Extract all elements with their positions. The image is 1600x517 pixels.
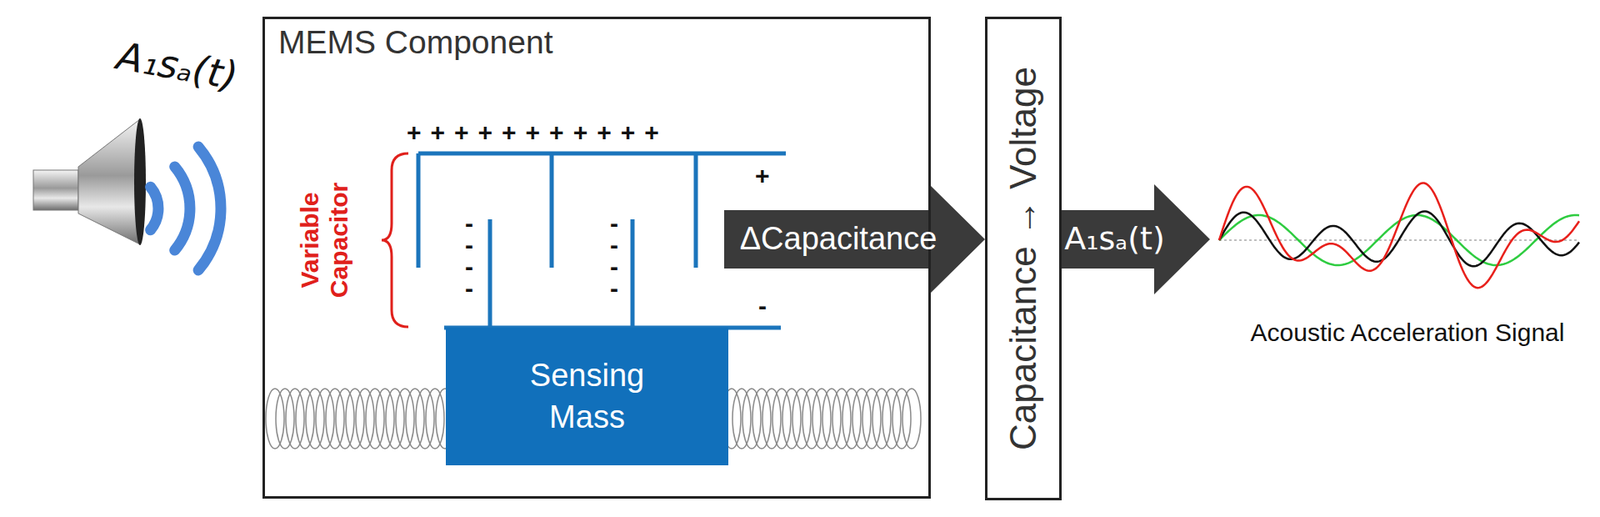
charge-sign: -	[758, 291, 767, 321]
spring-coil	[832, 388, 851, 449]
block-arrow	[1051, 184, 1210, 295]
speaker-icon	[33, 118, 146, 245]
spring-coil	[325, 388, 345, 449]
mems-component-box: Sensing Mass MEMS Component	[262, 16, 931, 499]
spring-coil	[752, 388, 771, 449]
spring-coil	[792, 388, 811, 449]
spring-coil	[305, 388, 325, 449]
black-wave	[1219, 210, 1580, 266]
spring-coil	[732, 388, 751, 449]
spring-coil	[892, 388, 911, 449]
spring-coil	[882, 388, 901, 449]
sound-waves	[150, 146, 221, 270]
spring-coil	[355, 388, 375, 449]
spring-coil	[782, 388, 801, 449]
spring-coil	[872, 388, 891, 449]
charge-sign: +++++++++++	[406, 118, 669, 148]
node-text: MEMS Component	[278, 24, 553, 61]
spring-coil	[295, 388, 315, 449]
signal-name: A₁sₐ(t)	[113, 33, 241, 100]
part-name: Variable Capacitor	[295, 167, 354, 314]
spring-coil	[315, 388, 335, 449]
edge-label: ΔCapacitance	[740, 221, 938, 257]
spring-coil	[802, 388, 821, 449]
spring-coil	[762, 388, 781, 449]
spring-coil	[812, 388, 831, 449]
sensing-mass: Sensing Mass	[445, 327, 729, 465]
spring-coil	[335, 388, 355, 449]
spring-coil	[822, 388, 841, 449]
node-text: Capacitance → Voltage	[1002, 66, 1045, 450]
spring-coil	[862, 388, 881, 449]
spring-coil	[275, 388, 295, 449]
charge-sign: ----	[465, 212, 475, 300]
block-arrow	[724, 184, 985, 295]
spring-coil	[842, 388, 861, 449]
charge-sign: +	[755, 161, 770, 191]
charge-sign: ----	[610, 212, 620, 300]
spring-coil	[742, 388, 761, 449]
spring-coil	[772, 388, 791, 449]
spring-coil	[375, 388, 395, 449]
spring-coil	[345, 388, 365, 449]
spring-coil	[265, 388, 285, 449]
edge-label: A₁sₐ(t)	[1064, 221, 1165, 257]
spring-coil	[385, 388, 405, 449]
spring-coil	[285, 388, 305, 449]
node-text: Acoustic Acceleration Signal	[1210, 318, 1600, 347]
spring-coil	[415, 388, 435, 449]
spring-coil	[405, 388, 425, 449]
spring-coil	[365, 388, 385, 449]
red-wave	[1219, 183, 1580, 289]
spring-coil	[395, 388, 415, 449]
bracket	[381, 153, 409, 327]
node-text: Sensing Mass	[508, 355, 667, 438]
waveforms	[1219, 183, 1580, 289]
spring-coil	[852, 388, 871, 449]
spring-coil	[425, 388, 445, 449]
converter-box: Capacitance → Voltage	[985, 16, 1062, 500]
spring-coil	[902, 388, 921, 449]
signal-plot: Acoustic Acceleration Signal	[1210, 160, 1600, 349]
